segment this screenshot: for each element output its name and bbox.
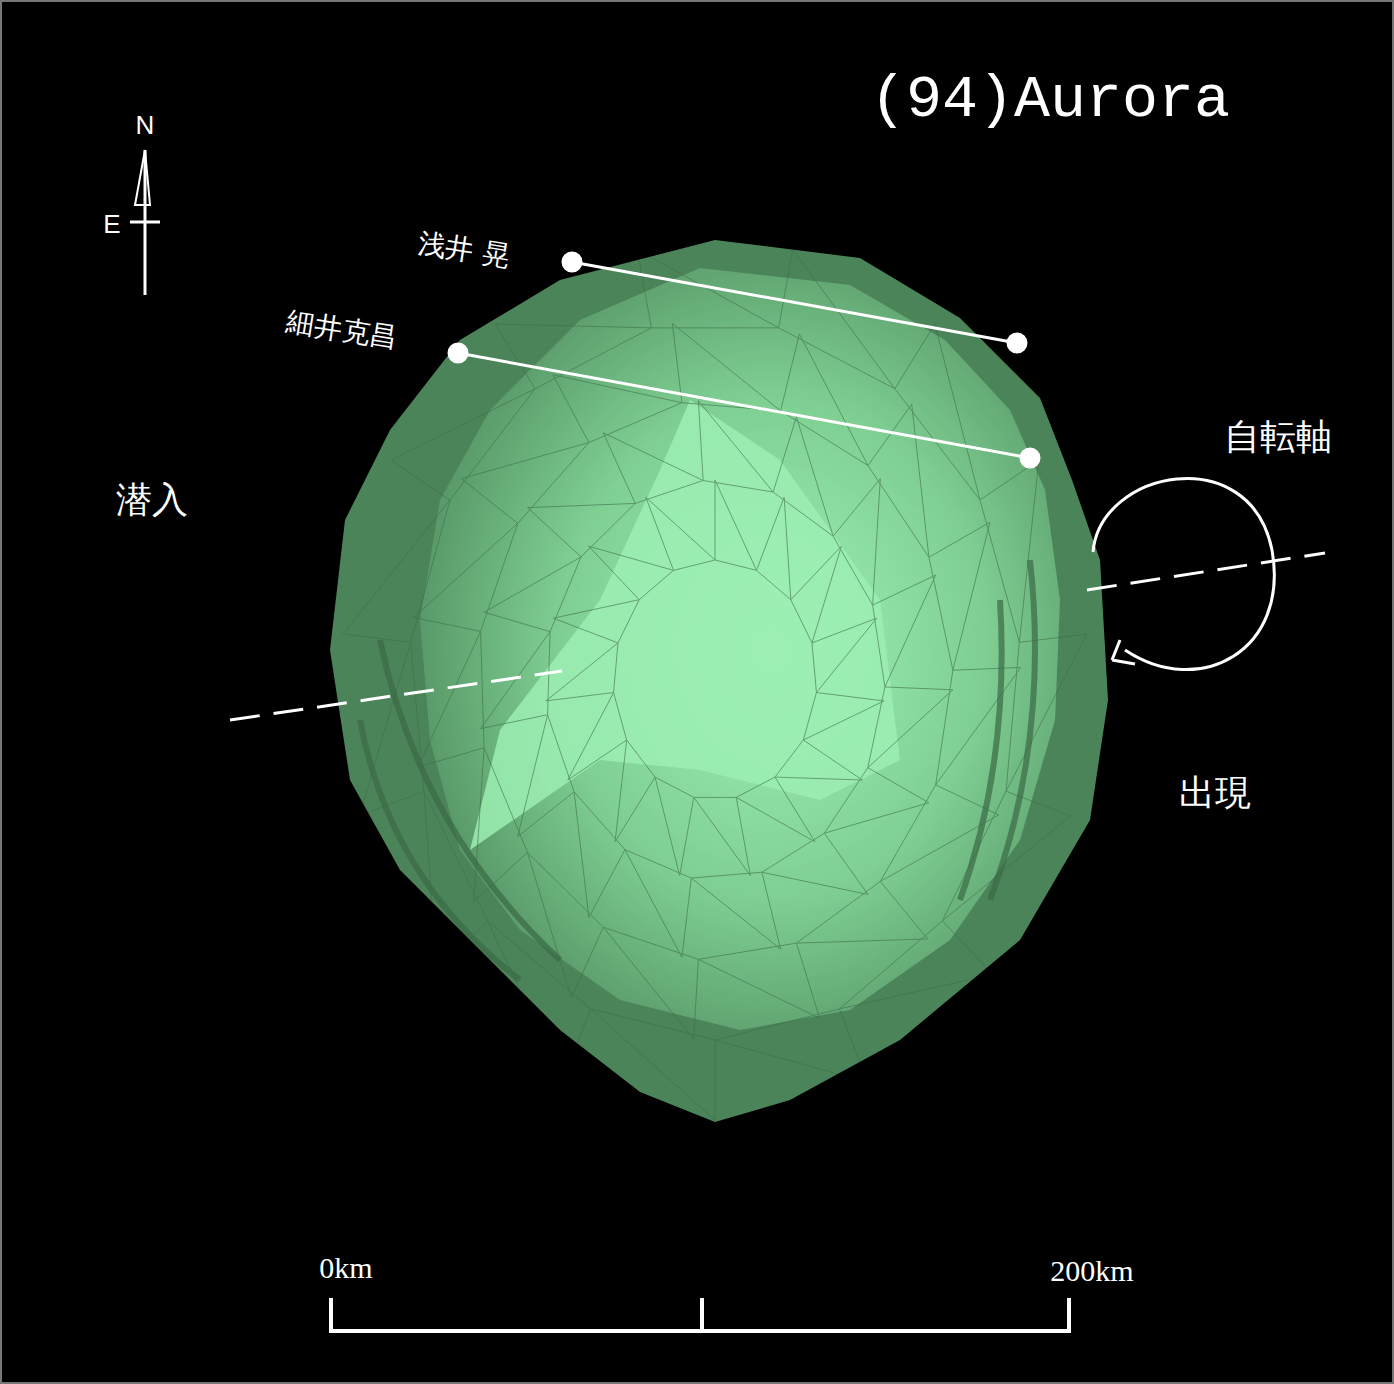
compass	[130, 150, 160, 295]
rotation-axis	[230, 479, 1325, 720]
asteroid-outline	[330, 240, 1108, 1122]
compass-east: E	[103, 209, 120, 240]
occultation-chord	[449, 253, 1039, 467]
title: (94)Aurora	[870, 66, 1230, 134]
axis-label: 自転軸	[1224, 413, 1332, 462]
side-label: 出現	[1179, 769, 1251, 818]
scale-label: 200km	[1050, 1254, 1133, 1288]
observer-name: 浅井 晃	[415, 224, 513, 276]
scale-bar	[330, 1298, 1070, 1333]
asteroid-highlight	[470, 400, 900, 850]
side-label: 潜入	[116, 476, 188, 525]
scale-label: 0km	[319, 1251, 372, 1285]
observer-name: 細井克昌	[284, 302, 401, 357]
compass-north: N	[136, 110, 155, 141]
